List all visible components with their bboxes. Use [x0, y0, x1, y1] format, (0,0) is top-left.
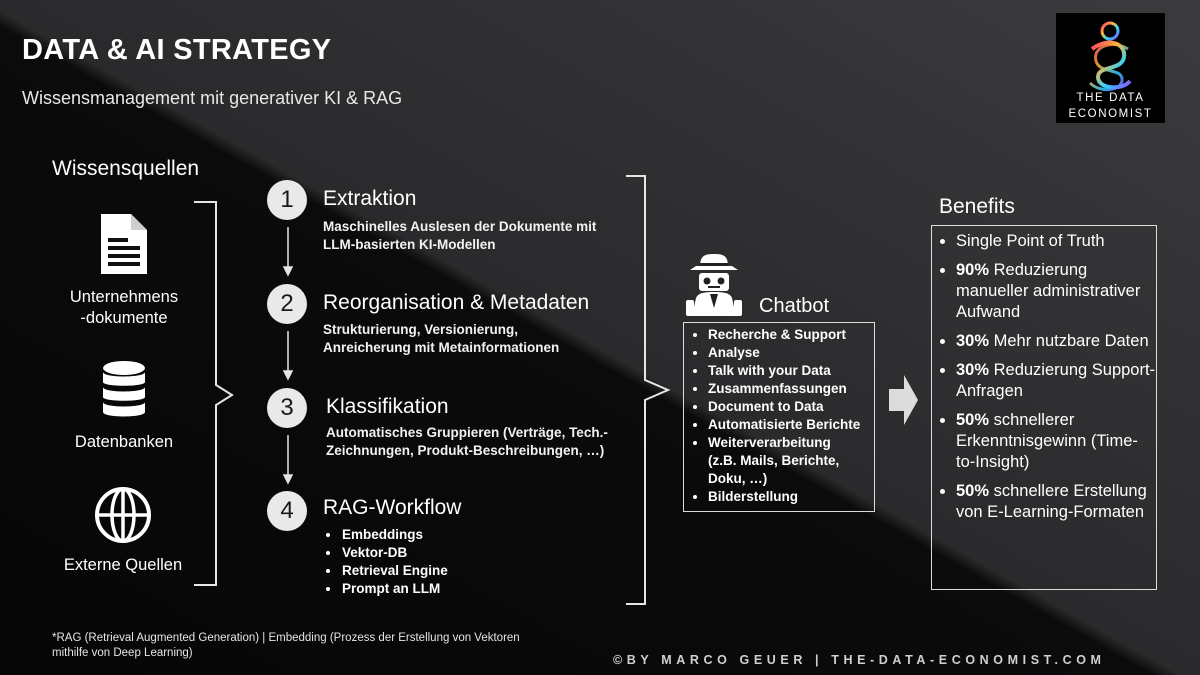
benefit-value: 30% — [956, 332, 990, 350]
footnote-line: mithilfe von Deep Learning) — [52, 647, 193, 659]
document-icon — [101, 214, 147, 274]
rag-workflow-list: Embeddings Vektor-DB Retrieval Engine Pr… — [325, 526, 448, 598]
step-desc-1: Maschinelles Auslesen der Dokumente mit … — [323, 218, 596, 254]
benefit-value: 50% — [956, 482, 990, 500]
benefit-value: 50% — [956, 411, 990, 429]
logo: THE DATA ECONOMIST — [1056, 13, 1165, 123]
page-subtitle: Wissensmanagement mit generativer KI & R… — [22, 88, 403, 108]
benefit-text: Reduzierung manueller administrativer Au… — [956, 261, 1141, 321]
list-item: Recherche & Support — [708, 326, 874, 344]
benefit-value: 30% — [956, 361, 990, 379]
chatbot-capabilities-box: Recherche & Support Analyse Talk with yo… — [683, 322, 875, 512]
step-desc-line: Zeichnungen, Produkt-Beschreibungen, …) — [326, 443, 605, 458]
list-item: Weiterverarbeitung (z.B. Mails, Berichte… — [708, 434, 874, 488]
step-desc-line: Automatisches Gruppieren (Verträge, Tech… — [326, 425, 608, 440]
logo-line-2: ECONOMIST — [1068, 108, 1153, 120]
list-item-line: Doku, …) — [708, 471, 768, 486]
step-desc-2: Strukturierung, Versionierung, Anreicher… — [323, 321, 559, 357]
list-item: Vektor-DB — [341, 544, 448, 562]
benefit-text: Single Point of Truth — [956, 232, 1105, 250]
list-item: Talk with your Data — [708, 362, 874, 380]
steps-bracket — [626, 175, 671, 605]
step-desc-line: LLM-basierten KI-Modellen — [323, 237, 496, 252]
step-title-1: Extraktion — [323, 187, 417, 210]
benefit-value: 90% — [956, 261, 990, 279]
benefit-text: Mehr nutzbare Daten — [989, 332, 1149, 350]
footnote-line: *RAG (Retrieval Augmented Generation) | … — [52, 632, 520, 644]
list-item-line: (z.B. Mails, Berichte, — [708, 453, 840, 468]
list-item: Prompt an LLM — [341, 580, 448, 598]
benefit-text: schnellere Erstellung von E-Learning-For… — [956, 482, 1147, 521]
benefits-list: Single Point of Truth 90% Reduzierung ma… — [932, 226, 1156, 523]
step-desc-3: Automatisches Gruppieren (Verträge, Tech… — [326, 424, 608, 460]
benefit-text: schnellerer Erkenntnisgewinn (Time-to-In… — [956, 411, 1138, 471]
benefits-arrow-icon — [889, 375, 918, 425]
benefit-item: 30% Reduzierung Support-Anfragen — [956, 360, 1156, 402]
step-title-4: RAG-Workflow — [323, 496, 462, 519]
step-number-4: 4 — [267, 491, 307, 531]
step-title-3: Klassifikation — [326, 395, 449, 418]
sources-bracket — [194, 201, 234, 586]
step-desc-line: Maschinelles Auslesen der Dokumente mit — [323, 219, 597, 234]
step-desc-line: Strukturierung, Versionierung, — [323, 322, 519, 337]
source-label-databases: Datenbanken — [74, 433, 174, 451]
database-icon — [103, 361, 145, 417]
benefits-box: Single Point of Truth 90% Reduzierung ma… — [931, 225, 1157, 590]
step-arrowhead-2 — [282, 370, 294, 381]
source-label-documents: Unternehmens -dokumente — [39, 287, 209, 329]
benefit-item: 30% Mehr nutzbare Daten — [956, 331, 1156, 352]
list-item-line: Weiterverarbeitung — [708, 435, 831, 450]
benefit-text: Reduzierung Support-Anfragen — [956, 361, 1156, 400]
detective-bot-icon — [686, 254, 742, 316]
logo-line-1: THE DATA — [1076, 92, 1145, 104]
credit-line: ©BY MARCO GEUER | THE-DATA-ECONOMIST.COM — [613, 653, 1106, 667]
list-item: Analyse — [708, 344, 874, 362]
step-number-3: 3 — [267, 388, 307, 428]
list-item: Embeddings — [341, 526, 448, 544]
benefit-item: 90% Reduzierung manueller administrative… — [956, 260, 1156, 323]
benefits-title: Benefits — [939, 195, 1015, 218]
globe-icon — [95, 487, 151, 543]
benefit-item: 50% schnellere Erstellung von E-Learning… — [956, 481, 1156, 523]
source-label-line-1: Unternehmens — [69, 288, 179, 306]
source-label-external: Externe Quellen — [63, 556, 183, 574]
benefit-item: 50% schnellerer Erkenntnisgewinn (Time-t… — [956, 410, 1156, 473]
chatbot-label: Chatbot — [759, 295, 830, 317]
logo-knot-icon — [1088, 21, 1132, 91]
benefit-item: Single Point of Truth — [956, 231, 1156, 252]
chatbot-capabilities-list: Recherche & Support Analyse Talk with yo… — [684, 323, 874, 506]
sources-title: Wissensquellen — [52, 157, 200, 180]
footnote: *RAG (Retrieval Augmented Generation) | … — [52, 631, 572, 661]
page-title: DATA & AI STRATEGY — [22, 34, 332, 66]
step-desc-line: Anreicherung mit Metainformationen — [323, 340, 560, 355]
step-title-2: Reorganisation & Metadaten — [323, 291, 590, 314]
step-number-2: 2 — [267, 284, 307, 324]
step-arrowhead-1 — [282, 266, 294, 277]
step-number-1: 1 — [267, 180, 307, 220]
list-item: Retrieval Engine — [341, 562, 448, 580]
list-item: Automatisierte Berichte — [708, 416, 874, 434]
list-item: Bilderstellung — [708, 488, 874, 506]
step-arrowhead-3 — [282, 474, 294, 485]
list-item: Document to Data — [708, 398, 874, 416]
source-label-line-2: -dokumente — [80, 309, 168, 327]
list-item: Zusammenfassungen — [708, 380, 874, 398]
